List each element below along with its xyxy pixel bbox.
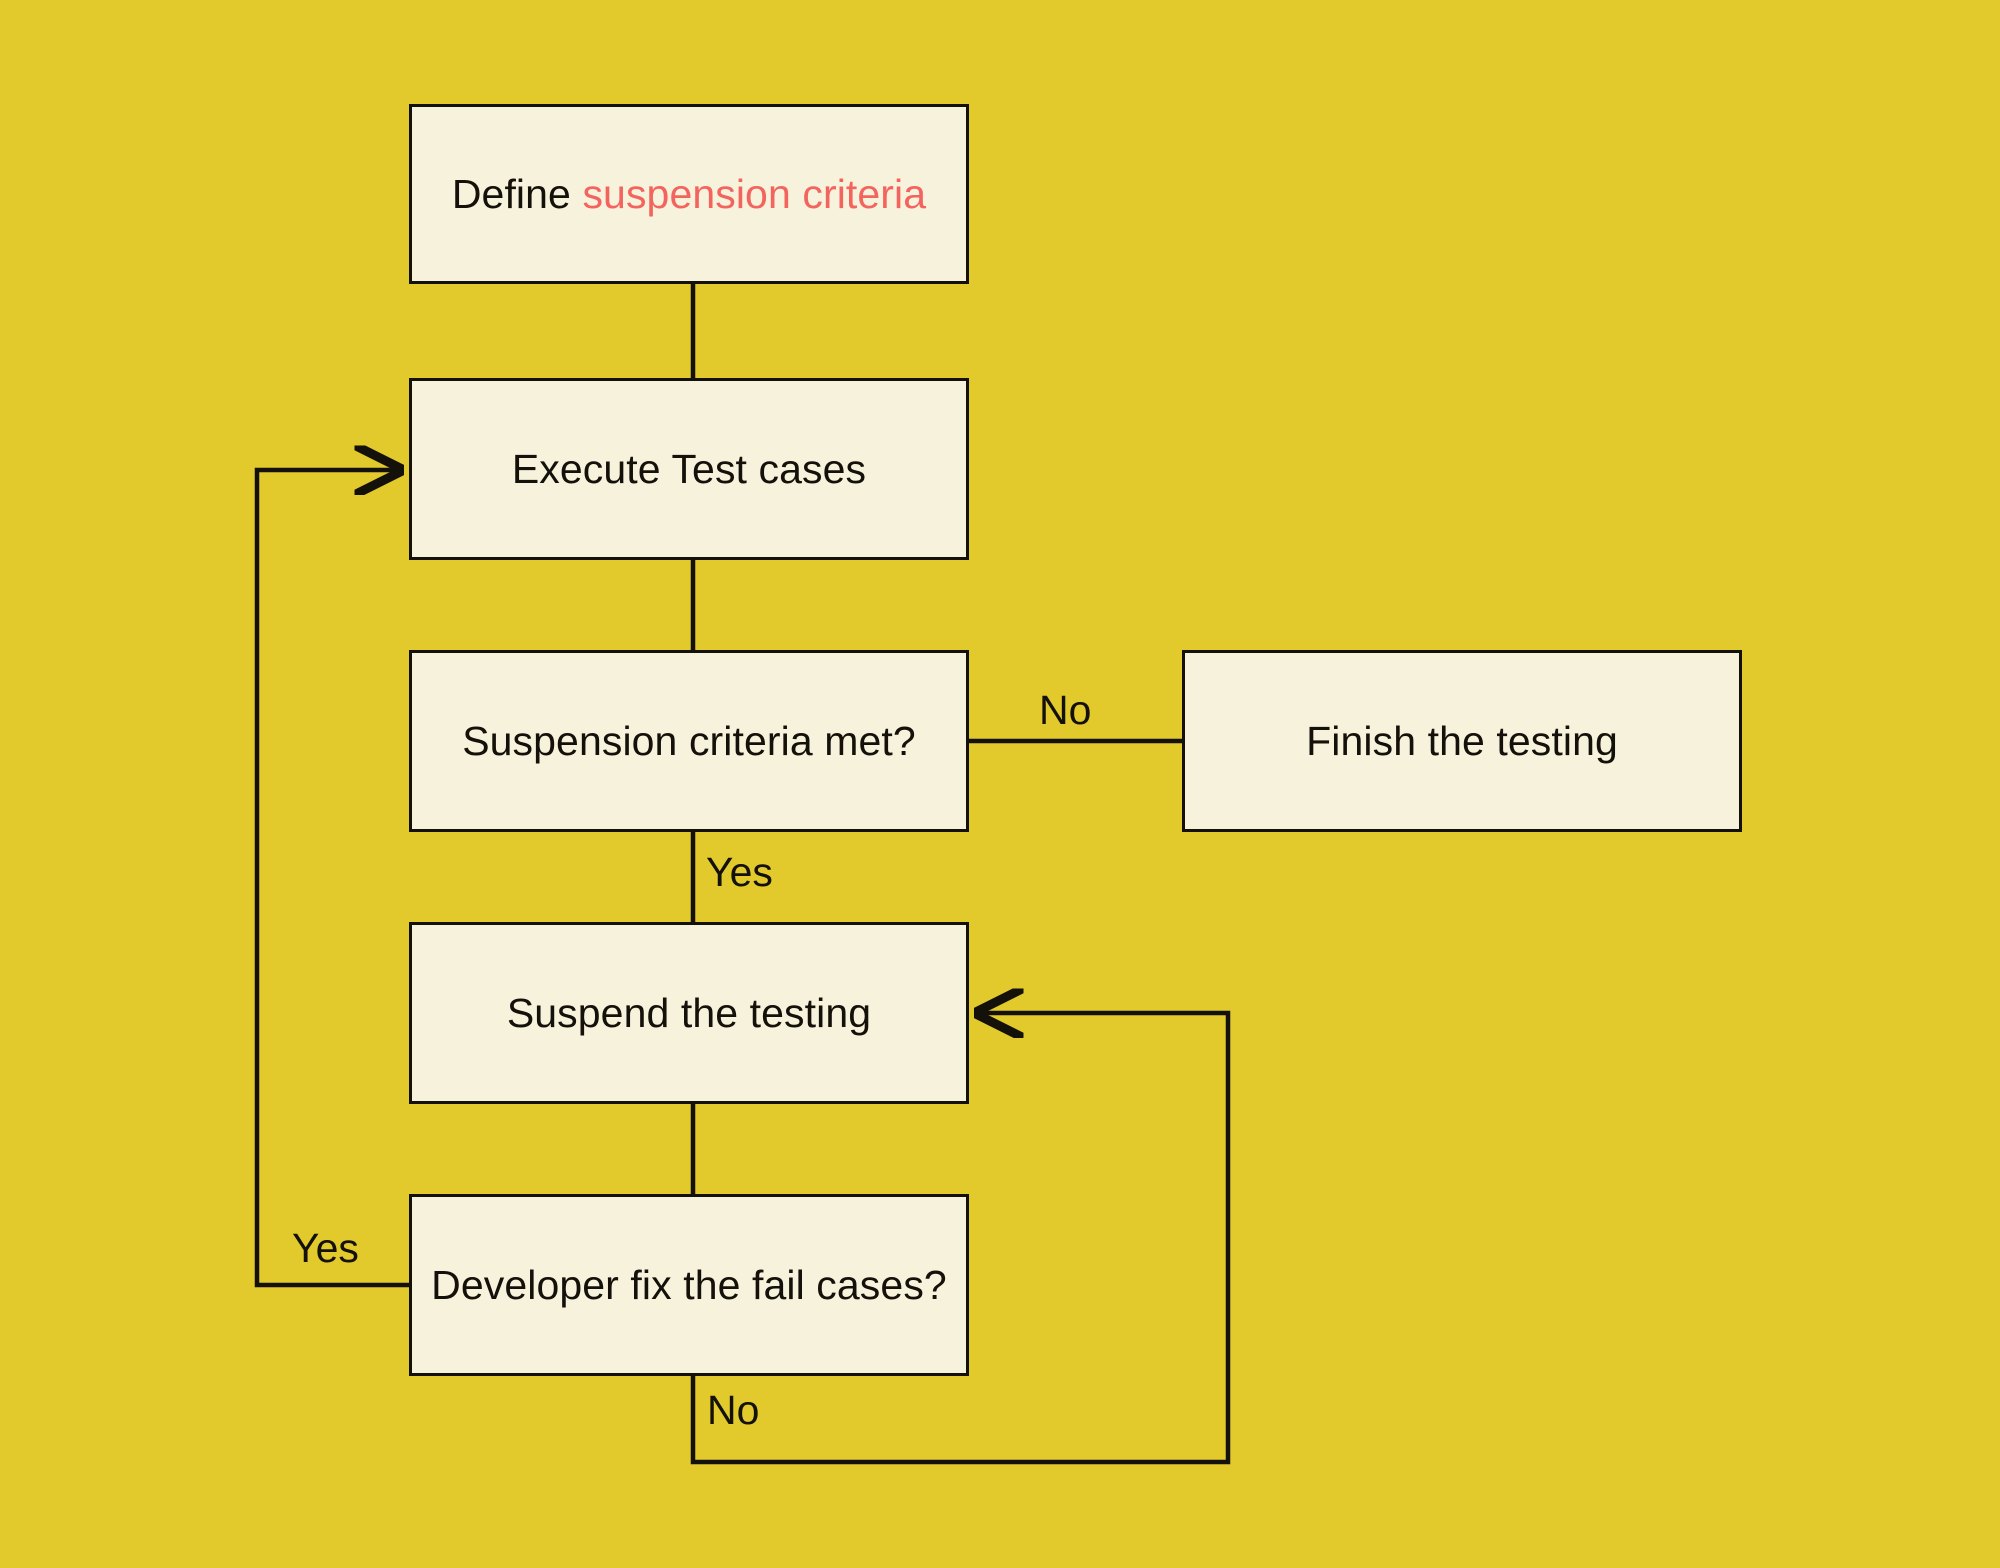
node-developer-fix-the-fail-cases[interactable]: Developer fix the fail cases? bbox=[409, 1194, 969, 1376]
node-text-accent: suspension criteria bbox=[582, 170, 927, 217]
edge-label-no-criteria: No bbox=[1039, 687, 1092, 733]
edge-developer-yes-to-execute bbox=[254, 470, 412, 1288]
edge-label-yes-criteria: Yes bbox=[706, 849, 773, 895]
node-suspension-criteria-met-label: Suspension criteria met? bbox=[462, 717, 916, 764]
node-finish-the-testing[interactable]: Finish the testing bbox=[1182, 650, 1742, 832]
node-execute-test-cases-label: Execute Test cases bbox=[511, 445, 867, 492]
node-define-suspension-criteria[interactable]: Define suspension criteria bbox=[409, 104, 969, 284]
node-developer-fix-the-fail-cases-label: Developer fix the fail cases? bbox=[431, 1261, 947, 1308]
node-suspension-criteria-met[interactable]: Suspension criteria met? bbox=[409, 650, 969, 832]
edge-label-yes-developer: Yes bbox=[292, 1225, 359, 1271]
node-suspend-the-testing[interactable]: Suspend the testing bbox=[409, 922, 969, 1104]
edge-label-no-developer: No bbox=[707, 1387, 760, 1433]
node-text-leading: Define bbox=[451, 170, 583, 217]
node-suspend-the-testing-label: Suspend the testing bbox=[506, 989, 872, 1036]
node-execute-test-cases[interactable]: Execute Test cases bbox=[409, 378, 969, 560]
node-define-suspension-criteria-label: Define suspension criteria bbox=[430, 169, 948, 219]
node-finish-the-testing-label: Finish the testing bbox=[1306, 717, 1618, 764]
